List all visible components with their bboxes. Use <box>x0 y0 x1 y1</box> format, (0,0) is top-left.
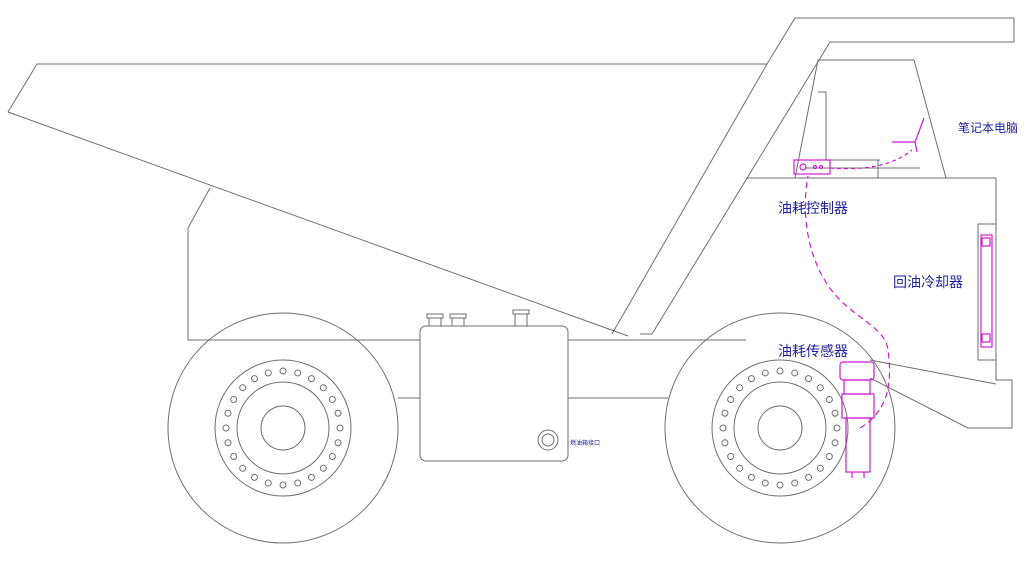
wheel-bolt <box>224 409 232 417</box>
laptop-label: 笔记本电脑 <box>958 121 1019 135</box>
wheel-bolt <box>719 424 727 432</box>
wheel-bolt <box>334 439 342 447</box>
wheel-bolt <box>727 396 735 403</box>
wheel-bolt <box>328 453 336 460</box>
cab <box>746 59 1013 429</box>
wheel-bolt <box>736 384 744 392</box>
wheel-bolt <box>776 367 784 375</box>
wheel-bolt <box>336 424 344 432</box>
wheel-bolt <box>805 473 812 481</box>
wheel-bolt <box>230 396 238 403</box>
wheel-bolt <box>279 367 287 375</box>
wheel-bolt <box>831 409 839 417</box>
wheel-bolt <box>805 375 812 383</box>
wheel-bolt <box>736 464 744 472</box>
wheel-bolt <box>721 409 729 417</box>
wheel-bolt <box>831 439 839 447</box>
wheel-bolt <box>721 439 729 447</box>
laptop-icon <box>892 117 925 153</box>
wheel-bolt <box>761 369 769 377</box>
fuel-controller <box>793 159 831 175</box>
wheel-bolt <box>761 479 769 487</box>
wheel-bolt <box>748 375 755 383</box>
wheel-bolt <box>776 481 784 489</box>
wheel-bolt <box>833 424 841 432</box>
wheel-bolt <box>251 473 258 481</box>
wheel-bolt <box>319 384 327 392</box>
wheel-bolt <box>748 473 755 481</box>
return-cooler <box>977 223 997 361</box>
wheel-bolt <box>224 439 232 447</box>
wheel-bolt <box>825 396 833 403</box>
controller-label: 油耗控制器 <box>778 201 848 217</box>
wheel-bolt <box>816 384 824 392</box>
wheel-bolt <box>727 453 735 460</box>
rear-wheel <box>664 312 896 544</box>
wheel-bolt <box>294 479 302 487</box>
sensor-label: 油耗传感器 <box>778 344 848 360</box>
wheel-bolt <box>230 453 238 460</box>
cable-routes <box>804 149 913 429</box>
dump-bed <box>7 17 1015 340</box>
fuel-tank <box>419 309 569 462</box>
chassis <box>188 339 997 399</box>
wheel-bolt <box>222 424 230 432</box>
wheel-bolt <box>279 481 287 489</box>
wheel-bolt <box>825 453 833 460</box>
wheel-bolt <box>294 369 302 377</box>
wheel-bolt <box>251 375 258 383</box>
wheel-bolt <box>319 464 327 472</box>
wheel-bolt <box>816 464 824 472</box>
wheel-bolt <box>328 396 336 403</box>
wheel-bolt <box>791 369 799 377</box>
wheel-bolt <box>264 479 272 487</box>
wheel-bolt <box>791 479 799 487</box>
wheel-bolt <box>239 464 247 472</box>
wheel-bolt <box>334 409 342 417</box>
wheel-bolt <box>264 369 272 377</box>
tank-note: 燃油箱接口 <box>570 440 601 447</box>
front-wheel <box>167 312 399 544</box>
wheel-bolt <box>239 384 247 392</box>
wheel-bolt <box>308 375 315 383</box>
cooler-label: 回油冷却器 <box>893 275 963 291</box>
fuel-sensor <box>839 361 875 478</box>
wheel-bolt <box>308 473 315 481</box>
